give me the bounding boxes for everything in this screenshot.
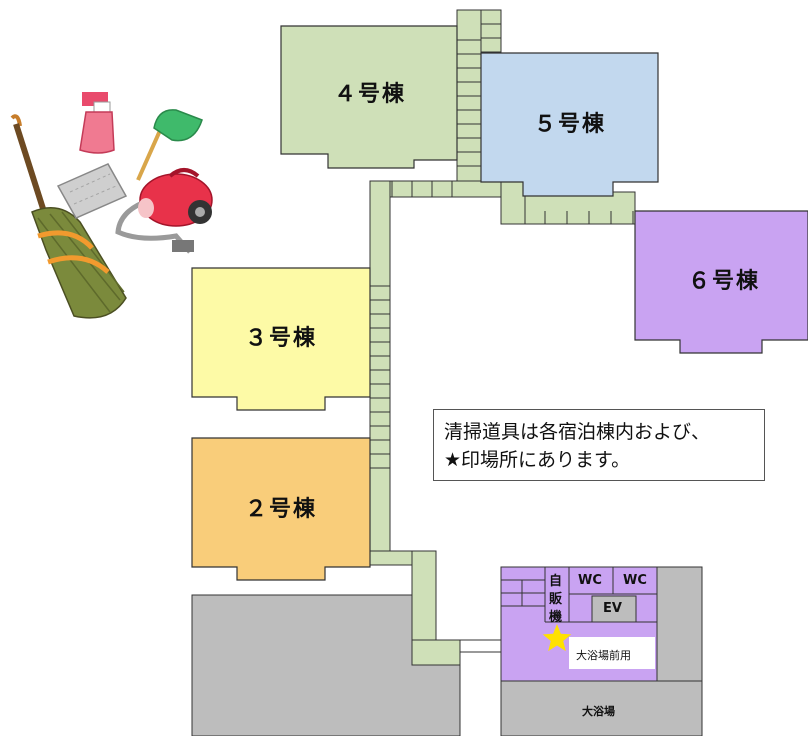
facility-stairs bbox=[501, 579, 545, 607]
vending-label-2: 販 bbox=[549, 592, 563, 607]
building-3-label: ３号棟 bbox=[245, 326, 318, 351]
building-5 bbox=[480, 52, 659, 197]
broom-icon bbox=[10, 114, 127, 319]
bath-front-label: 大浴場前用 bbox=[576, 649, 631, 662]
vacuum-cleaner-icon bbox=[115, 168, 213, 254]
buildings bbox=[191, 25, 808, 581]
note-line-2: ★印場所にあります。 bbox=[444, 449, 631, 471]
vending-label-1: 自 bbox=[549, 574, 563, 589]
note-line-1: 清掃道具は各宿泊棟内および、 bbox=[444, 421, 711, 443]
cleaning-cloth-icon bbox=[56, 163, 128, 219]
gray-block-west bbox=[191, 594, 461, 736]
building-3 bbox=[191, 267, 371, 411]
spray-bottle-icon bbox=[79, 92, 115, 154]
elevator-label: EV bbox=[603, 601, 622, 616]
wc-left-label: WC bbox=[578, 573, 602, 588]
cleaning-illustration bbox=[10, 92, 213, 319]
building-4-label: ４号棟 bbox=[334, 82, 407, 107]
corridors bbox=[369, 9, 636, 666]
other-buildings bbox=[191, 566, 703, 736]
connectors bbox=[460, 639, 501, 653]
gray-block-east bbox=[656, 566, 703, 682]
wc-right-label: WC bbox=[623, 573, 647, 588]
building-4 bbox=[280, 25, 458, 169]
building-6-label: ６号棟 bbox=[688, 269, 761, 294]
elevator-box bbox=[591, 595, 637, 623]
star-marker bbox=[542, 624, 572, 652]
gray-block-bath bbox=[500, 680, 703, 736]
bath-front-label-box bbox=[569, 637, 655, 669]
building-5-label: ５号棟 bbox=[534, 112, 607, 137]
building-2-label: ２号棟 bbox=[245, 497, 318, 522]
corridor-lower bbox=[369, 550, 413, 566]
corridor-bottom bbox=[411, 639, 461, 666]
cleaning-tools-note: 清掃道具は各宿泊棟内および、 ★印場所にあります。 bbox=[433, 409, 765, 481]
building-2 bbox=[191, 437, 371, 581]
hand-broom-icon bbox=[136, 109, 203, 181]
bath-facility bbox=[500, 566, 658, 682]
corridor-east-joint bbox=[500, 181, 526, 225]
building-6 bbox=[634, 210, 808, 354]
corridor-main bbox=[369, 180, 391, 552]
vending-label-3: 機 bbox=[549, 610, 563, 625]
bath-label: 大浴場 bbox=[582, 705, 615, 718]
